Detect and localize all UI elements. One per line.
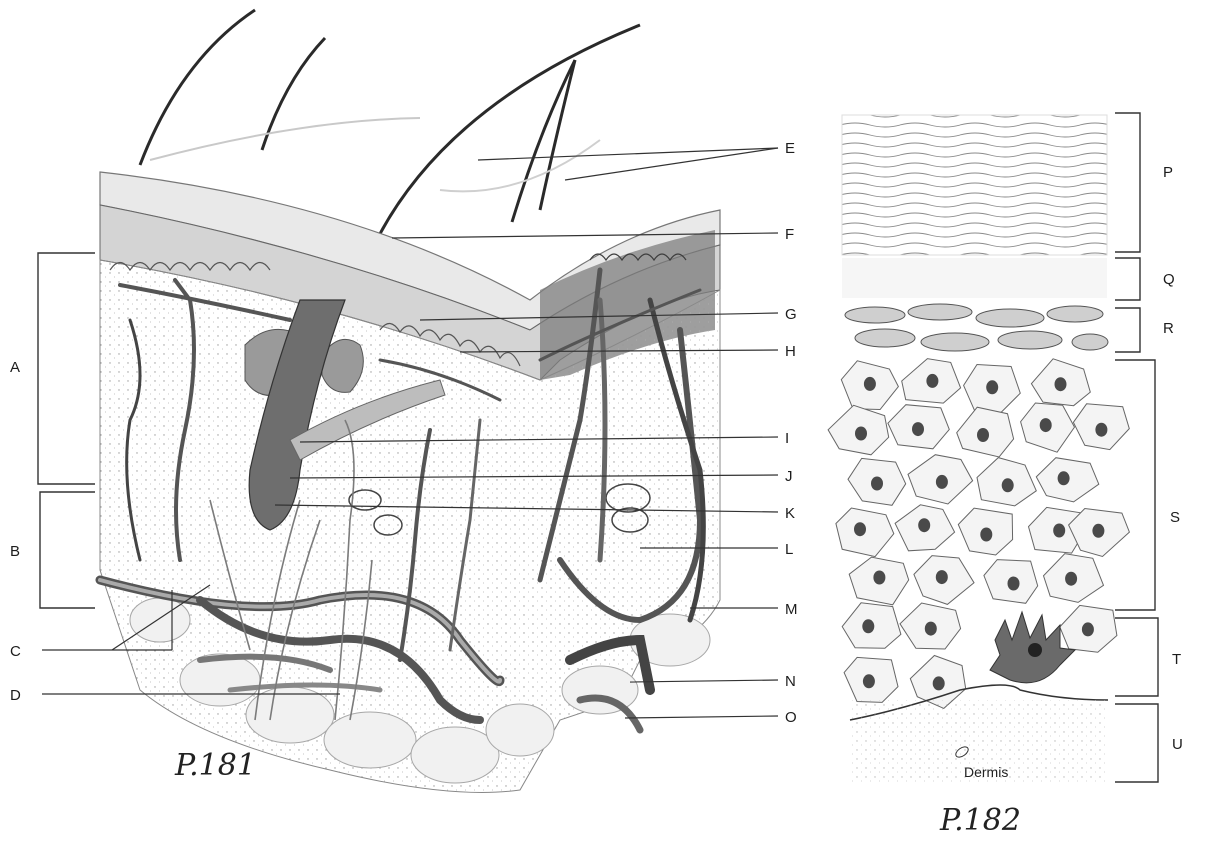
label-B: B [10, 543, 20, 560]
label-M: M [785, 601, 798, 618]
melanocyte [990, 612, 1075, 683]
cell-nucleus [1008, 577, 1020, 591]
page-note-181: P.181 [174, 748, 256, 783]
label-F: F [785, 226, 794, 243]
label-U: U [1172, 736, 1183, 753]
cell-nucleus [977, 428, 989, 442]
cell-nucleus [1082, 622, 1094, 636]
layer-lucidum [842, 258, 1107, 298]
cell-nucleus [912, 422, 924, 436]
bracket-B [40, 492, 95, 608]
label-O: O [785, 709, 797, 726]
label-N: N [785, 673, 796, 690]
cell-nucleus [936, 570, 948, 584]
label-A: A [10, 359, 20, 376]
cell-nucleus [980, 528, 992, 542]
layer-corneum [842, 115, 1107, 255]
label-T: T [1172, 651, 1181, 668]
label-D: D [10, 687, 21, 704]
layer-spinosum-basale-cells [828, 359, 1129, 709]
bracket-A [38, 253, 95, 484]
cell-nucleus [1065, 572, 1077, 586]
label-H: H [785, 343, 796, 360]
cell-nucleus [863, 674, 875, 688]
cell-nucleus [918, 518, 930, 532]
layer-granulosum [845, 304, 1108, 351]
labels-right: E F G H I J K L M N O [785, 140, 798, 726]
label-C: C [10, 643, 21, 660]
cell-nucleus [862, 619, 874, 633]
cell-nucleus [1040, 418, 1052, 432]
cell-nucleus [926, 374, 938, 388]
epidermis-layers-illustration: Dermis P Q R S T U P.182 [828, 113, 1183, 838]
labels-left: A B C D [10, 359, 21, 704]
label-E: E [785, 140, 795, 157]
skin-cross-section-illustration: A B C D E F G H I J K L M N O P.181 [10, 10, 798, 793]
cell-nucleus [1055, 377, 1067, 391]
cell-nucleus [936, 475, 948, 489]
cell-nucleus [1053, 524, 1065, 538]
label-I: I [785, 430, 789, 447]
label-R: R [1163, 320, 1174, 337]
cell-nucleus [986, 380, 998, 394]
label-J: J [785, 468, 793, 485]
dermis-label: Dermis [964, 764, 1008, 780]
cell-nucleus [1058, 471, 1070, 485]
cell-nucleus [854, 522, 866, 536]
cell-nucleus [1095, 423, 1107, 437]
labels-epidermis: P Q R S T U [1163, 164, 1183, 753]
label-S: S [1170, 509, 1180, 526]
cell-nucleus [871, 477, 883, 491]
label-Q: Q [1163, 271, 1175, 288]
label-K: K [785, 505, 795, 522]
label-P: P [1163, 164, 1173, 181]
cell-nucleus [933, 676, 945, 690]
cell-nucleus [1002, 478, 1014, 492]
cell-nucleus [873, 571, 885, 585]
label-G: G [785, 306, 797, 323]
page-note-182: P.182 [939, 803, 1021, 838]
cell-nucleus [855, 427, 867, 441]
cell-nucleus [1092, 524, 1104, 538]
cell-nucleus [864, 377, 876, 391]
cell-nucleus [925, 622, 937, 636]
epidermis-brackets [1115, 113, 1158, 782]
label-L: L [785, 541, 793, 558]
